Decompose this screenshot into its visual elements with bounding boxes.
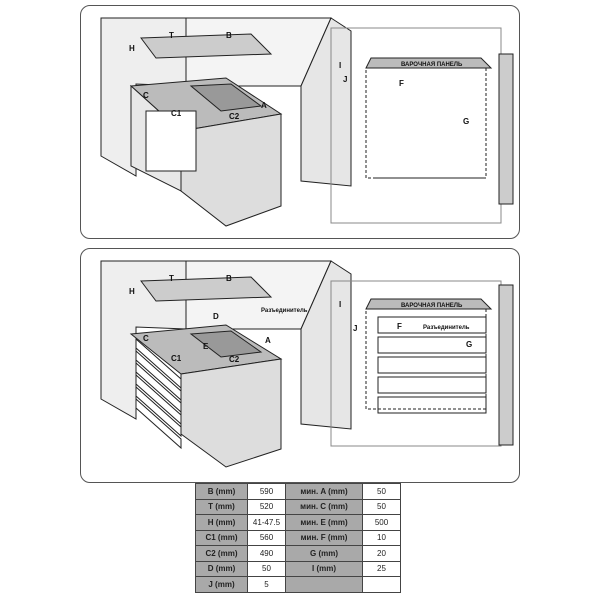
drawer: [135, 337, 182, 390]
dimension-name: [285, 576, 363, 593]
label-i: I: [339, 61, 341, 70]
dimension-value: 5: [247, 576, 286, 593]
dimension-value: 560: [247, 529, 286, 546]
cabinet-oven-drawing: T B H C C1 C2 A ВАРОЧНАЯ ПАНЕЛЬ I J F G: [100, 17, 514, 227]
label-d: D: [213, 312, 219, 321]
dimension-name: H (mm): [195, 514, 248, 531]
dimension-name: G (mm): [285, 545, 363, 562]
label-e: E: [203, 342, 209, 351]
label-c: C: [143, 91, 149, 100]
installation-diagram-drawers: T B H C D E C1 C2 A Разъединитель ВАРОЧН…: [80, 248, 520, 483]
dimension-value: 490: [247, 545, 286, 562]
drawer: [135, 397, 182, 450]
hob-panel-label: ВАРОЧНАЯ ПАНЕЛЬ: [401, 62, 463, 68]
label-b: B: [226, 31, 232, 40]
drawer: [135, 373, 182, 426]
label-a: A: [261, 101, 267, 110]
dimension-value: 20: [362, 545, 401, 562]
label-t: T: [169, 274, 174, 283]
label-a: A: [265, 336, 271, 345]
dimension-name: B (mm): [195, 483, 248, 500]
separator-side-label: Разъединитель: [423, 325, 470, 331]
dimension-value: 590: [247, 483, 286, 500]
drawer: [135, 349, 182, 402]
dimension-name: D (mm): [195, 560, 248, 577]
dimension-name: мин. A (mm): [285, 483, 363, 500]
label-b: B: [226, 274, 232, 283]
dimension-value: 41-47.5: [247, 514, 286, 531]
dimension-value: 10: [362, 529, 401, 546]
label-j: J: [353, 324, 357, 333]
label-h: H: [129, 287, 135, 296]
label-g: G: [463, 117, 469, 126]
dimension-name: J (mm): [195, 576, 248, 593]
dimension-name: мин. F (mm): [285, 529, 363, 546]
label-f: F: [397, 322, 402, 331]
dimension-name: I (mm): [285, 560, 363, 577]
dimension-name: T (mm): [195, 498, 248, 515]
dimension-name: C1 (mm): [195, 529, 248, 546]
table-row: J (mm)5: [195, 576, 401, 593]
drawer: [135, 361, 182, 414]
separator-label: Разъединитель: [261, 308, 308, 314]
drawer: [135, 385, 182, 438]
dimension-name: мин. E (mm): [285, 514, 363, 531]
dimension-name: C2 (mm): [195, 545, 248, 562]
label-c1: C1: [171, 109, 182, 118]
label-t: T: [169, 31, 174, 40]
label-c2: C2: [229, 112, 240, 121]
dimension-value: [362, 576, 401, 593]
label-h: H: [129, 44, 135, 53]
label-f: F: [399, 79, 404, 88]
dimension-name: мин. C (mm): [285, 498, 363, 515]
dimension-value: 50: [247, 560, 286, 577]
hob-panel-label: ВАРОЧНАЯ ПАНЕЛЬ: [401, 303, 463, 309]
installation-diagram-oven: T B H C C1 C2 A ВАРОЧНАЯ ПАНЕЛЬ I J F G: [80, 5, 520, 239]
label-c1: C1: [171, 354, 182, 363]
label-c2: C2: [229, 355, 240, 364]
dimension-value: 25: [362, 560, 401, 577]
dimension-value: 50: [362, 498, 401, 515]
label-i: I: [339, 300, 341, 309]
cabinet-drawers-drawing: T B H C D E C1 C2 A Разъединитель ВАРОЧН…: [100, 260, 514, 468]
dimension-value: 500: [362, 514, 401, 531]
label-g: G: [466, 340, 472, 349]
dimension-value: 50: [362, 483, 401, 500]
label-j: J: [343, 75, 347, 84]
dimension-value: 520: [247, 498, 286, 515]
label-c: C: [143, 334, 149, 343]
